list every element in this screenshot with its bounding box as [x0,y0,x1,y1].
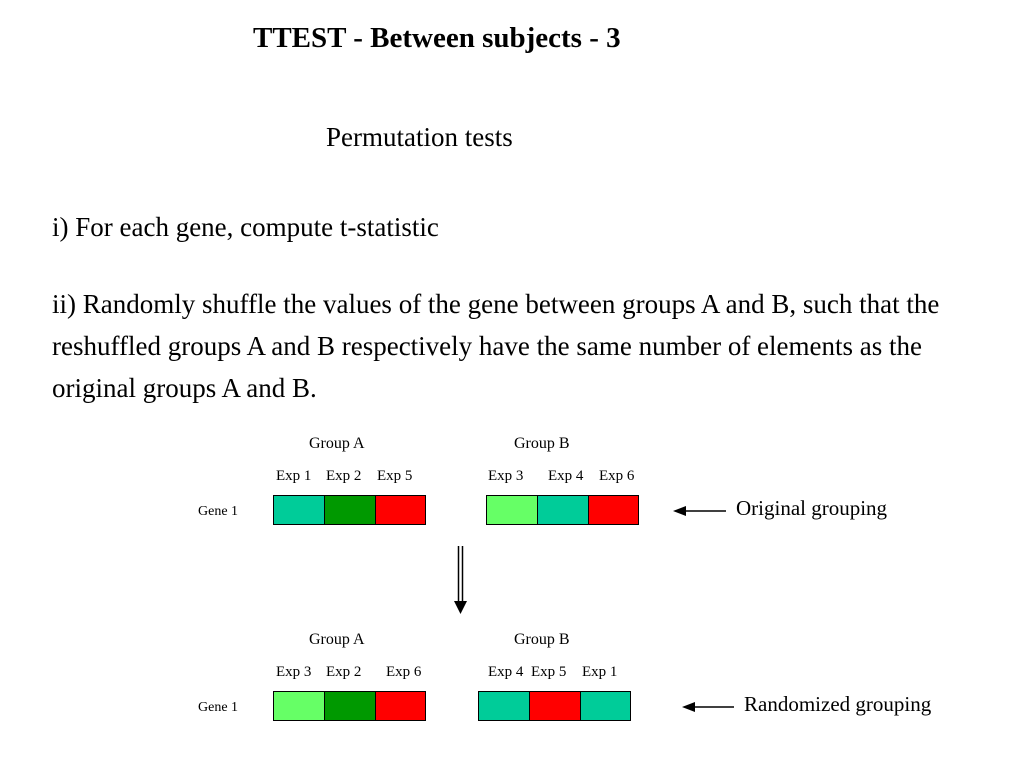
randomized-pointer-arrow [682,702,734,712]
step-2-text: ii) Randomly shuffle the values of the g… [52,289,940,403]
randomized-gene-label: Gene 1 [198,700,239,715]
shuffle-down-arrow [454,546,467,614]
randomized-b-exp-label: Exp 1 [582,664,618,680]
randomized-a-exp-label: Exp 6 [386,664,422,680]
randomized-b-exp-label: Exp 5 [531,664,567,680]
original-group-b-label: Group B [514,435,570,452]
original-group-a-label: Group A [309,435,365,452]
step-1-text: i) For each gene, compute t-statistic [52,212,439,242]
randomized-b-cell [529,691,581,721]
slide-title: TTEST - Between subjects - 3 [253,22,621,54]
randomized-b-cell [580,691,631,721]
randomized-a-cell [375,691,426,721]
original-a-exp-label: Exp 1 [276,468,312,484]
original-a-exp-label: Exp 2 [326,468,362,484]
original-b-cell [537,495,589,525]
randomized-grouping-annotation: Randomized grouping [744,692,932,716]
original-pointer-arrow [673,506,726,516]
original-grouping-annotation: Original grouping [736,496,888,520]
randomized-a-exp-label: Exp 2 [326,664,362,680]
slide-subtitle: Permutation tests [326,122,513,152]
original-b-exp-label: Exp 3 [488,468,524,484]
randomized-b-exp-label: Exp 4 [488,664,524,680]
randomized-group-a-label: Group A [309,631,365,648]
randomized-a-cell [324,691,376,721]
randomized-a-cell [273,691,325,721]
original-b-exp-label: Exp 4 [548,468,584,484]
original-a-exp-label: Exp 5 [377,468,413,484]
original-a-cell [375,495,426,525]
randomized-a-exp-label: Exp 3 [276,664,312,680]
original-gene-label: Gene 1 [198,504,239,519]
randomized-group-b-label: Group B [514,631,570,648]
original-b-exp-label: Exp 6 [599,468,635,484]
original-b-cell [588,495,639,525]
